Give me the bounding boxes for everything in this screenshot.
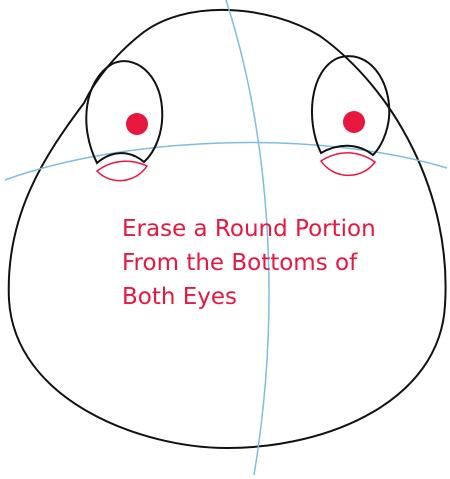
vertical-guide-line <box>225 0 270 476</box>
left-eye-erased-portion <box>95 160 149 182</box>
right-eye-erased-portion <box>319 152 377 176</box>
instruction-text: Erase a Round Portion From the Bottoms o… <box>122 212 412 314</box>
left-eye-outline <box>85 60 164 165</box>
instruction-line: From the Bottoms of <box>122 250 358 276</box>
right-pupil <box>343 111 365 133</box>
head-outline <box>7 8 447 450</box>
left-pupil <box>126 113 148 135</box>
right-eye-outline <box>310 55 391 157</box>
instruction-line: Erase a Round Portion <box>122 216 376 242</box>
instruction-line: Both Eyes <box>122 284 238 310</box>
horizontal-guide-line <box>4 141 448 181</box>
